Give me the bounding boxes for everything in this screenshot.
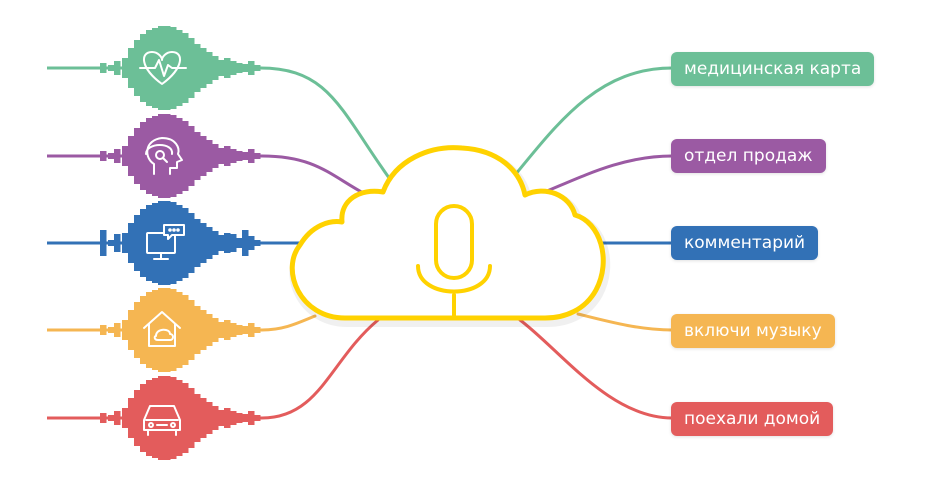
connector-left-play-music [260, 314, 317, 332]
home-music-icon [143, 311, 181, 347]
command-pill-sales-department: отдел продаж [671, 139, 826, 173]
waveform-go-home [100, 376, 261, 460]
command-pill-go-home: поехали домой [671, 402, 834, 436]
connector-right-sales-department [533, 154, 674, 198]
connector-right-medical-card [513, 66, 674, 177]
connector-left-medical-card [258, 66, 394, 184]
connector-left-go-home [260, 318, 380, 420]
cloud-shape [289, 145, 606, 321]
connector-right-go-home [518, 318, 674, 420]
waveform-comment [100, 201, 261, 285]
head-headset-icon [145, 137, 183, 175]
microphone-icon [416, 204, 492, 318]
connector-left-sales-department [260, 154, 367, 196]
car-icon [143, 405, 181, 436]
waveform-play-music [100, 288, 261, 372]
connector-right-play-music [576, 312, 674, 332]
command-pill-comment: комментарий [671, 226, 819, 260]
monitor-chat-icon [146, 224, 185, 260]
command-pill-play-music: включи музыку [671, 314, 835, 348]
heart-pulse-icon [139, 51, 187, 85]
command-pill-medical-card: медицинская карта [671, 52, 875, 86]
